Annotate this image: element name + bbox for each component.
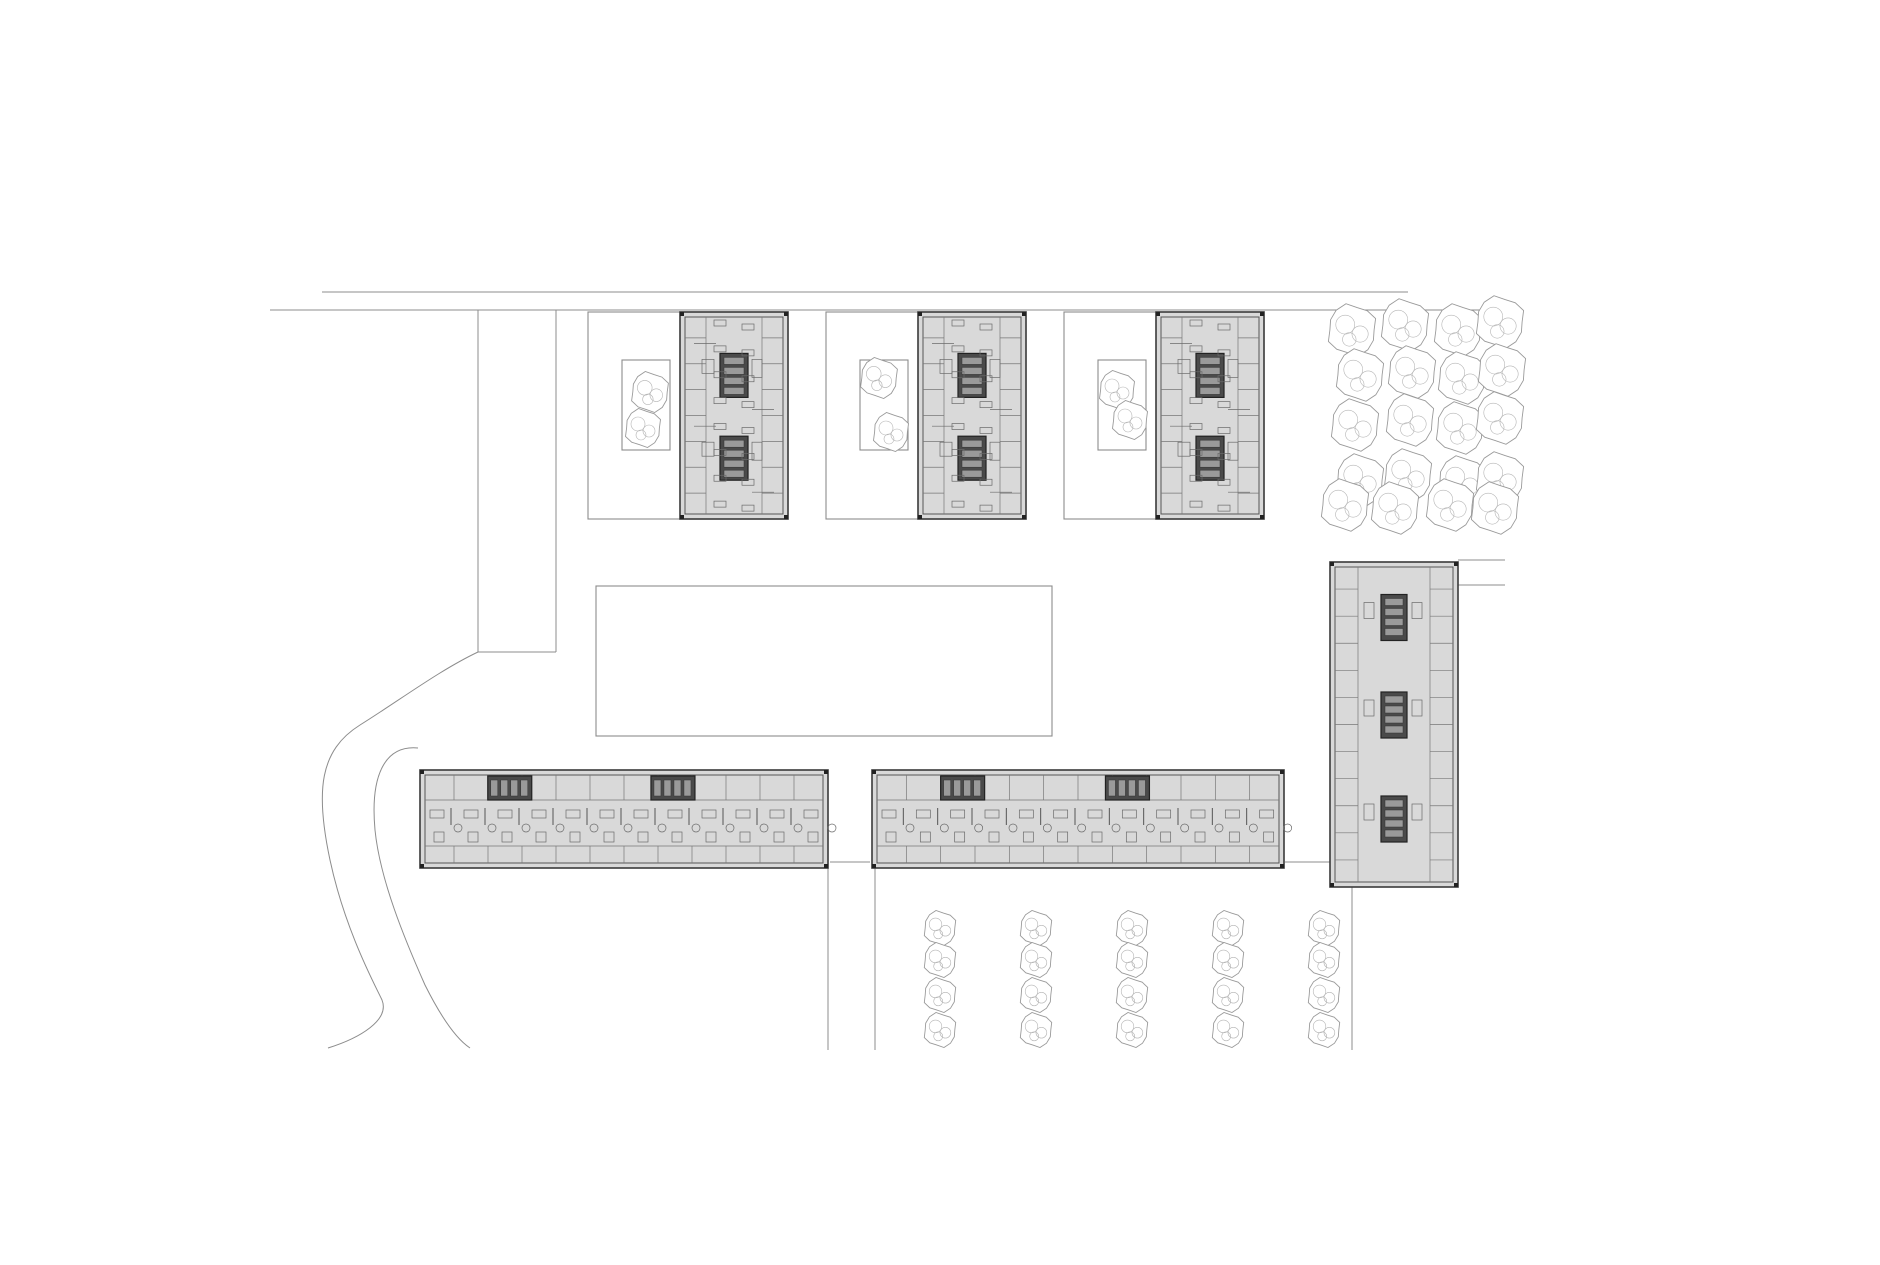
south-tree-1-3 [923, 977, 957, 1013]
south-tree-5-4 [1307, 1012, 1341, 1048]
south-tree-2-1 [1019, 910, 1053, 946]
grove-tree-2 [1380, 298, 1430, 352]
south-tree-3-3 [1115, 977, 1149, 1013]
planter-3 [1097, 359, 1147, 451]
south-tree-1-2 [923, 942, 957, 978]
planter-2 [859, 359, 909, 451]
south-tree-5-1 [1307, 910, 1341, 946]
east-building [1329, 561, 1459, 888]
grove-tree-5 [1335, 348, 1385, 402]
south-tree-1-4 [923, 1012, 957, 1048]
south-tree-4-2 [1211, 942, 1245, 978]
north-building-2 [917, 311, 1027, 520]
north-building-1 [679, 311, 789, 520]
south-tree-4-3 [1211, 977, 1245, 1013]
south-building-1 [419, 769, 837, 869]
grove-tree-17 [1320, 478, 1370, 532]
planter-tree-2b [873, 412, 909, 452]
south-building-2 [871, 769, 1293, 869]
planter-tree-1a [631, 371, 669, 413]
grove-tree-12 [1475, 391, 1525, 445]
central-courtyard [595, 585, 1053, 737]
south-tree-3-1 [1115, 910, 1149, 946]
grove-tree-3 [1433, 303, 1483, 357]
curved-path-outer [321, 651, 479, 1049]
grove-tree-6 [1387, 345, 1437, 399]
grove-tree-10 [1385, 393, 1435, 447]
grove-tree-7 [1437, 351, 1487, 405]
south-tree-4-4 [1211, 1012, 1245, 1048]
grove-tree-11 [1435, 401, 1485, 455]
grove-tree-9 [1330, 398, 1380, 452]
planter-1 [621, 359, 671, 451]
south-tree-2-2 [1019, 942, 1053, 978]
grove-tree-1 [1327, 303, 1377, 357]
grove-tree-18 [1370, 481, 1420, 535]
grove-tree-8 [1477, 343, 1527, 397]
planter-tree-1b [625, 408, 661, 448]
planter-tree-2a [860, 357, 898, 399]
south-tree-2-4 [1019, 1012, 1053, 1048]
planter-tree-3b [1112, 400, 1148, 440]
east-building-block [1329, 561, 1459, 888]
grove-tree-19 [1425, 478, 1475, 532]
south-tree-1-1 [923, 910, 957, 946]
trees [625, 295, 1527, 1048]
south-tree-5-3 [1307, 977, 1341, 1013]
south-tree-3-2 [1115, 942, 1149, 978]
north-buildings [679, 311, 1265, 520]
south-tree-5-2 [1307, 942, 1341, 978]
south-buildings [419, 769, 1293, 869]
grove-tree-4 [1475, 295, 1525, 349]
site-lines [270, 291, 1515, 1050]
south-tree-4-1 [1211, 910, 1245, 946]
curved-path-inner [373, 747, 471, 1049]
north-building-3 [1155, 311, 1265, 520]
south-tree-2-3 [1019, 977, 1053, 1013]
grove-tree-20 [1470, 481, 1520, 535]
south-tree-3-4 [1115, 1012, 1149, 1048]
planter-tree-3a [1099, 370, 1135, 410]
